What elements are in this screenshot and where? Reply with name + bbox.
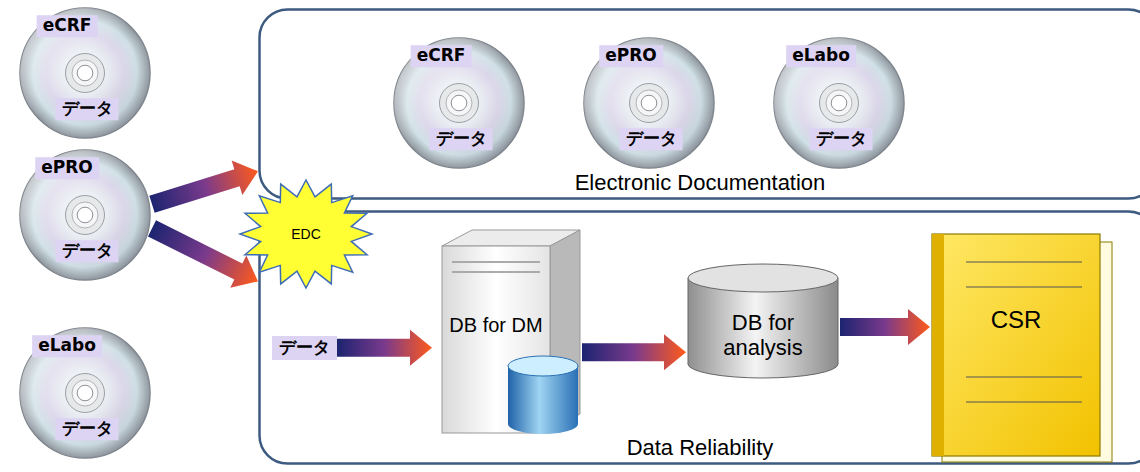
node-label: DB for DM — [449, 314, 542, 337]
source-label: eCRF — [37, 15, 98, 37]
disc-sheen — [20, 150, 150, 280]
disc-face — [584, 38, 714, 168]
disc-ring — [72, 202, 98, 228]
disc-sheen — [774, 38, 904, 168]
flow-arrow — [840, 309, 930, 345]
disc-hub — [630, 84, 669, 123]
disc-ring — [636, 90, 662, 116]
disc-ring — [72, 380, 98, 406]
disc-hole — [451, 95, 467, 111]
data-label: データ — [56, 240, 119, 262]
data-label: データ — [56, 98, 119, 120]
csr-report: CSR — [930, 232, 1115, 465]
cylinder-side — [838, 278, 839, 364]
panel-title: Electronic Documentation — [575, 170, 826, 195]
data-disc: eLabo データ — [18, 326, 152, 460]
disc-hole — [77, 385, 93, 401]
data-label: データ — [810, 128, 873, 150]
panel-border — [260, 10, 1140, 199]
data-disc: eLabo データ — [772, 36, 906, 170]
edc-starburst: EDC — [238, 178, 374, 290]
source-label: eLabo — [32, 335, 102, 357]
data-disc: ePRO データ — [582, 36, 716, 170]
data-label: データ — [620, 128, 683, 150]
data-disc: ePRO データ — [18, 148, 152, 282]
book-rule — [966, 376, 1082, 377]
data-label: データ — [56, 418, 119, 440]
disc-hub — [440, 84, 479, 123]
disc-ring — [826, 90, 852, 116]
disc-hub — [820, 84, 859, 123]
flow-arrow — [582, 334, 686, 370]
db-cylinder-top — [508, 356, 578, 376]
disc-hole — [641, 95, 657, 111]
disc-ring — [72, 60, 98, 86]
db-cylinder-bottom — [508, 414, 578, 434]
book-spine — [932, 234, 944, 456]
disc-face — [20, 328, 150, 458]
node-label: CSR — [991, 306, 1042, 334]
disc-sheen — [394, 38, 524, 168]
panel-title: Data Reliability — [627, 435, 774, 460]
disc-face — [20, 8, 150, 138]
analysis-database: DB for analysis — [686, 262, 840, 380]
server-slot — [452, 261, 540, 263]
data-disc: eCRF データ — [18, 6, 152, 140]
server-slot — [452, 271, 540, 273]
disc-hub — [66, 374, 105, 413]
disc-hole — [77, 207, 93, 223]
disc-sheen — [584, 38, 714, 168]
disc-hub — [66, 196, 105, 235]
disc-hole — [77, 65, 93, 81]
data-disc: eCRF データ — [392, 36, 526, 170]
starburst-shape — [240, 180, 372, 288]
disc-face — [20, 150, 150, 280]
node-label: データ — [279, 337, 330, 357]
disc-sheen — [20, 8, 150, 138]
disc-ring — [446, 90, 472, 116]
flow-arrow — [337, 330, 432, 366]
source-label: eCRF — [411, 45, 472, 67]
node-label: EDC — [291, 226, 321, 242]
node-label: DB for analysis — [703, 310, 823, 361]
region-panel: データ DB for DM DB for analysis CSR Data Relia… — [258, 210, 1140, 465]
book-rule — [966, 286, 1082, 287]
source-label: eLabo — [786, 45, 856, 67]
flow-arrow — [149, 161, 258, 213]
cylinder-top — [688, 264, 838, 292]
cylinder-side — [688, 278, 689, 364]
disc-hole — [831, 95, 847, 111]
csr-report-outline — [930, 232, 1115, 465]
data-label: データ — [430, 128, 493, 150]
panel-border — [260, 212, 1140, 464]
region-panel: eCRF データ ePRO データ eLabo データ Electronic Documen… — [258, 8, 1140, 200]
disc-face — [774, 38, 904, 168]
dm-server: DB for DM — [432, 228, 582, 435]
book-rule — [966, 261, 1082, 262]
source-label: ePRO — [35, 157, 99, 179]
disc-hub — [66, 54, 105, 93]
disc-sheen — [20, 328, 150, 458]
book-cover — [932, 234, 1100, 456]
source-label: ePRO — [599, 45, 663, 67]
data-tag: データ — [272, 336, 337, 360]
book-rule — [966, 401, 1082, 402]
disc-face — [394, 38, 524, 168]
flow-arrow — [148, 220, 258, 287]
